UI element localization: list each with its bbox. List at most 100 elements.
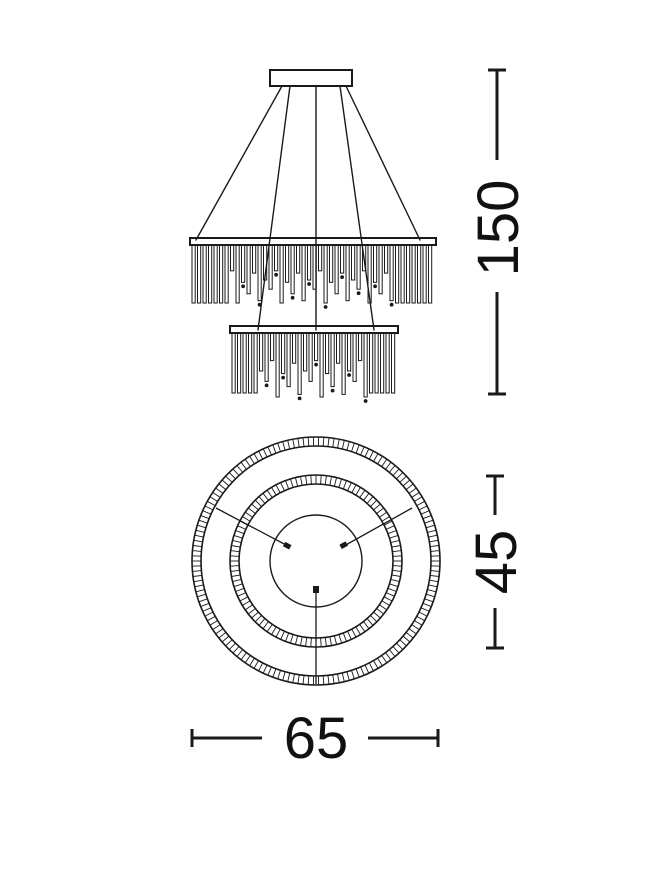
ring-crystal-tick xyxy=(267,666,272,676)
crystal-drop xyxy=(411,244,416,304)
crystal-drop xyxy=(369,332,374,394)
ring-crystal-tick xyxy=(327,675,330,685)
crystal-drop xyxy=(330,332,335,388)
ring-crystal-tick xyxy=(277,670,281,680)
ring-crystal-tick xyxy=(320,637,322,647)
crystal-bead xyxy=(363,399,368,403)
ring-crystal-tick xyxy=(370,615,378,623)
ring-crystal-tick xyxy=(342,480,347,490)
crystal-drop xyxy=(319,332,324,398)
ring-crystal-tick xyxy=(430,574,440,577)
crystal-drop xyxy=(303,332,308,372)
ring-crystal-tick xyxy=(359,489,366,498)
ring-crystal-tick xyxy=(285,480,290,490)
ring-crystal-tick xyxy=(254,615,262,623)
ring-crystal-tick xyxy=(275,484,281,494)
ring-crystal-tick xyxy=(305,475,308,485)
ring-crystal-tick xyxy=(218,632,227,639)
ring-crystal-tick xyxy=(402,479,411,487)
ring-crystal-tick xyxy=(333,477,338,487)
ring-crystal-tick xyxy=(192,570,202,572)
ring-crystal-tick xyxy=(310,475,312,485)
ring-crystal-tick xyxy=(248,507,256,514)
ring-crystal-tick xyxy=(202,607,212,612)
ring-crystal-tick xyxy=(249,456,255,465)
ring-crystal-tick xyxy=(377,456,383,465)
ring-crystal-tick xyxy=(338,634,343,644)
ring-crystal-tick xyxy=(363,493,370,501)
crystal-drop xyxy=(323,244,328,304)
crystal-drop xyxy=(241,244,246,283)
ring-crystal-tick xyxy=(392,565,402,567)
crystal-drop xyxy=(213,244,218,304)
height-label: 150 xyxy=(466,180,531,277)
ring-crystal-tick xyxy=(414,620,423,626)
ring-crystal-tick xyxy=(392,468,400,476)
ring-crystal-tick xyxy=(408,628,417,635)
ring-crystal-tick xyxy=(228,642,236,650)
ring-crystal-tick xyxy=(221,479,230,487)
crystal-drop xyxy=(259,332,264,372)
crystal-drop xyxy=(191,244,196,304)
ring-crystal-tick xyxy=(355,444,360,454)
ring-crystal-tick xyxy=(411,492,420,498)
ring-crystal-tick xyxy=(253,453,259,462)
ring-crystal-tick xyxy=(337,439,340,449)
ring-crystal-tick xyxy=(420,510,430,515)
ring-crystal-tick xyxy=(237,592,246,597)
ring-crystal-tick xyxy=(381,655,388,664)
ring-crystal-tick xyxy=(310,637,312,647)
crystal-bead xyxy=(340,275,345,280)
crystal-drop xyxy=(246,244,251,295)
ring-crystal-tick xyxy=(207,616,216,622)
outer-diameter-dimension xyxy=(190,729,440,747)
outer-diameter-label: 65 xyxy=(284,706,349,771)
ring-crystal-tick xyxy=(233,534,243,539)
ring-crystal-tick xyxy=(359,624,366,633)
ring-crystal-tick xyxy=(425,593,435,598)
ring-crystal-tick xyxy=(351,670,355,680)
ring-crystal-tick xyxy=(341,672,345,682)
ring-crystal-tick xyxy=(258,662,264,672)
crystal-drop xyxy=(417,244,422,304)
ring-crystal-tick xyxy=(231,545,241,548)
ring-crystal-tick xyxy=(232,468,240,476)
ring-crystal-tick xyxy=(360,446,365,456)
ring-crystal-tick xyxy=(364,664,370,674)
ring-crystal-tick xyxy=(392,555,402,557)
ring-crystal-tick xyxy=(240,461,247,470)
crystal-drop xyxy=(307,244,312,281)
ring-crystal-tick xyxy=(420,607,430,612)
ring-crystal-tick xyxy=(399,475,407,483)
ring-crystal-tick xyxy=(225,475,233,483)
crystal-drop xyxy=(363,332,368,398)
ring-crystal-tick xyxy=(251,503,259,511)
ring-crystal-tick xyxy=(212,624,221,630)
ring-crystal-tick xyxy=(392,646,400,654)
crystal-bead xyxy=(257,302,262,307)
crystal-drop xyxy=(268,244,273,290)
inner-ring-crystals xyxy=(230,475,402,647)
ring-crystal-tick xyxy=(262,493,269,501)
upper-tier-crystals xyxy=(191,244,433,309)
ring-crystal-tick xyxy=(258,496,266,504)
ring-crystal-tick xyxy=(271,626,277,635)
ring-crystal-tick xyxy=(324,475,327,485)
ring-crystal-tick xyxy=(212,492,221,498)
crystal-drop xyxy=(292,332,297,364)
ring-crystal-tick xyxy=(320,475,322,485)
crystal-bead xyxy=(241,284,246,289)
ring-crystal-tick xyxy=(381,458,388,467)
ring-crystal-tick xyxy=(346,441,350,451)
ring-crystal-tick xyxy=(225,639,233,647)
ring-crystal-tick xyxy=(373,453,379,462)
crystal-bead xyxy=(290,295,295,300)
ring-crystal-tick xyxy=(391,545,401,548)
crystal-bead xyxy=(356,291,361,296)
ring-crystal-tick xyxy=(287,672,291,682)
ring-crystal-tick xyxy=(366,496,374,504)
ring-crystal-tick xyxy=(373,611,381,619)
ring-crystal-tick xyxy=(277,442,281,452)
ring-crystal-tick xyxy=(342,632,347,642)
